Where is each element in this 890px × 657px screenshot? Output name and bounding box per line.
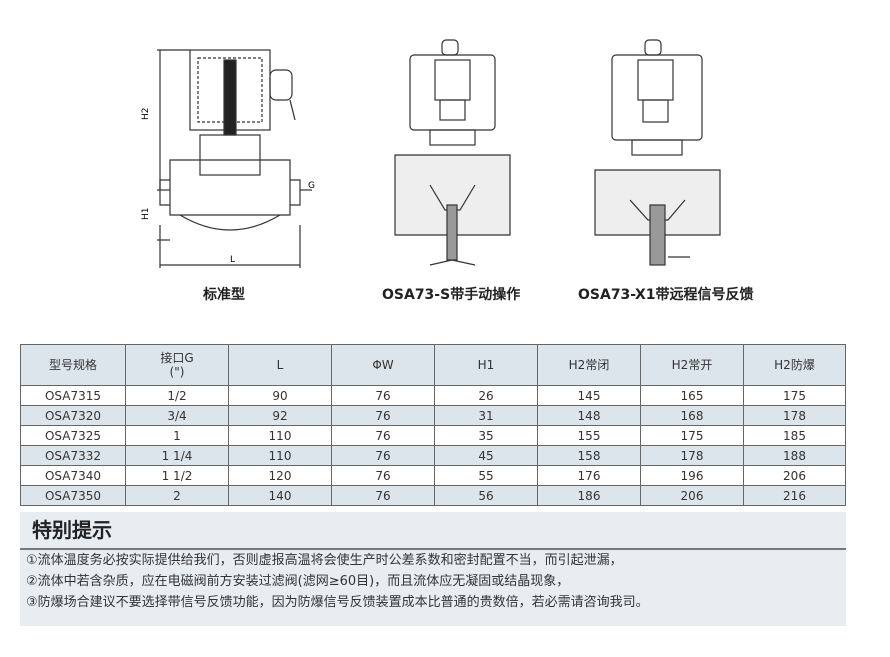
manual-valve-drawing bbox=[394, 39, 511, 266]
standard-valve-drawing: H2 H1 G L bbox=[141, 49, 315, 268]
note-2: ②流体中若含杂质，应在电磁阀前方安装过滤阀(滤网≥60目)，而且流体应无凝固或结… bbox=[26, 574, 570, 589]
table-cell: 76 bbox=[331, 385, 435, 406]
table-cell: 175 bbox=[743, 385, 846, 406]
header-connection-unit: (") bbox=[169, 365, 185, 379]
table-cell: 31 bbox=[434, 405, 538, 426]
header-l: L bbox=[228, 344, 332, 386]
table-cell: 158 bbox=[537, 445, 641, 466]
table-cell: 1 1/4 bbox=[125, 445, 229, 466]
h1-label: H1 bbox=[141, 208, 151, 221]
table-cell: 76 bbox=[331, 445, 435, 466]
note-3: ③防爆场合建议不要选择带信号反馈功能，因为防爆信号反馈装置成本比普通的贵数倍，若… bbox=[26, 595, 649, 610]
table-cell: 110 bbox=[228, 425, 332, 446]
table-cell: 2 bbox=[125, 485, 229, 506]
spec-table: 型号规格 接口G(") L ΦW H1 H2常闭 H2常开 H2防爆 OSA73… bbox=[20, 344, 846, 506]
table-cell: 1/2 bbox=[125, 385, 229, 406]
header-model: 型号规格 bbox=[20, 344, 126, 386]
table-cell: 76 bbox=[331, 485, 435, 506]
table-cell: 35 bbox=[434, 425, 538, 446]
table-cell: 168 bbox=[640, 405, 744, 426]
table-cell: 178 bbox=[640, 445, 744, 466]
table-cell: OSA7332 bbox=[20, 445, 126, 466]
table-cell: 145 bbox=[537, 385, 641, 406]
header-h2-nc: H2常闭 bbox=[537, 344, 641, 386]
table-cell: 76 bbox=[331, 405, 435, 426]
g-label: G bbox=[308, 181, 315, 191]
table-cell: OSA7350 bbox=[20, 485, 126, 506]
table-cell: 176 bbox=[537, 465, 641, 486]
remote-valve-drawing bbox=[594, 39, 721, 266]
table-cell: 178 bbox=[743, 405, 846, 426]
table-cell: 92 bbox=[228, 405, 332, 426]
table-cell: 140 bbox=[228, 485, 332, 506]
table-cell: 186 bbox=[537, 485, 641, 506]
table-cell: 120 bbox=[228, 465, 332, 486]
h2-label: H2 bbox=[141, 108, 151, 121]
table-cell: 148 bbox=[537, 405, 641, 426]
header-connection: 接口G(") bbox=[125, 344, 229, 386]
table-cell: 185 bbox=[743, 425, 846, 446]
remote-caption: OSA73-X1带远程信号反馈 bbox=[578, 287, 754, 303]
header-w: ΦW bbox=[331, 344, 435, 386]
table-cell: 45 bbox=[434, 445, 538, 466]
table-cell: 188 bbox=[743, 445, 846, 466]
l-label: L bbox=[230, 255, 235, 265]
notes-panel: 特别提示 ①流体温度务必按实际提供给我们，否则虚报高温将会使生产时公差系数和密封… bbox=[20, 512, 846, 626]
table-header-row: 型号规格 接口G(") L ΦW H1 H2常闭 H2常开 H2防爆 bbox=[20, 344, 846, 386]
manual-caption: OSA73-S带手动操作 bbox=[382, 287, 521, 303]
table-cell: 196 bbox=[640, 465, 744, 486]
header-connection-label: 接口G bbox=[160, 351, 194, 365]
table-cell: 76 bbox=[331, 425, 435, 446]
header-h1: H1 bbox=[434, 344, 538, 386]
header-h2-no: H2常开 bbox=[640, 344, 744, 386]
table-cell: 206 bbox=[640, 485, 744, 506]
table-cell: 26 bbox=[434, 385, 538, 406]
table-cell: 76 bbox=[331, 465, 435, 486]
notes-title: 特别提示 bbox=[20, 512, 846, 550]
table-cell: 3/4 bbox=[125, 405, 229, 426]
table-cell: OSA7340 bbox=[20, 465, 126, 486]
table-cell: OSA7320 bbox=[20, 405, 126, 426]
table-cell: 56 bbox=[434, 485, 538, 506]
table-cell: 165 bbox=[640, 385, 744, 406]
table-cell: 1 1/2 bbox=[125, 465, 229, 486]
table-cell: 55 bbox=[434, 465, 538, 486]
table-cell: OSA7315 bbox=[20, 385, 126, 406]
table-cell: 175 bbox=[640, 425, 744, 446]
standard-caption: 标准型 bbox=[203, 287, 245, 303]
table-cell: OSA7325 bbox=[20, 425, 126, 446]
header-h2-ex: H2防爆 bbox=[743, 344, 846, 386]
table-cell: 206 bbox=[743, 465, 846, 486]
table-cell: 90 bbox=[228, 385, 332, 406]
table-cell: 216 bbox=[743, 485, 846, 506]
table-cell: 155 bbox=[537, 425, 641, 446]
table-cell: 110 bbox=[228, 445, 332, 466]
table-cell: 1 bbox=[125, 425, 229, 446]
note-1: ①流体温度务必按实际提供给我们，否则虚报高温将会使生产时公差系数和密封配置不当，… bbox=[26, 553, 623, 568]
